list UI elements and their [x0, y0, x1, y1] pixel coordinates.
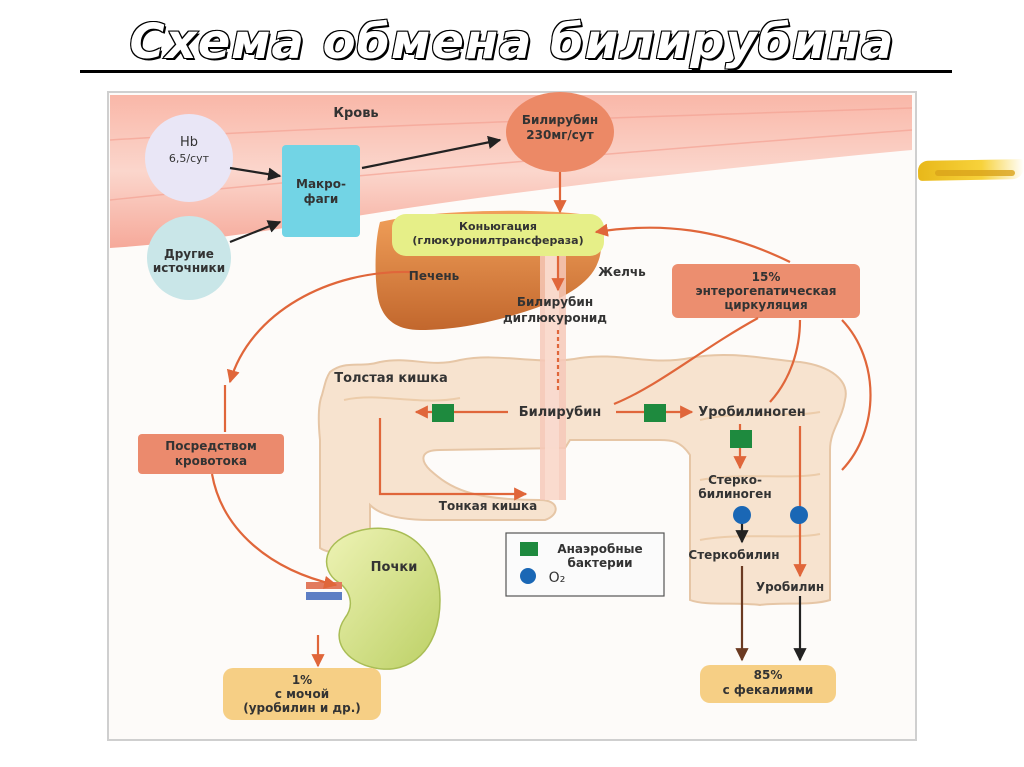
- svg-text:Другие: Другие: [164, 247, 214, 261]
- renal-vein: [306, 592, 342, 600]
- svg-text:билиноген: билиноген: [698, 487, 771, 501]
- svg-text:15%: 15%: [752, 270, 781, 284]
- svg-text:с фекалиями: с фекалиями: [723, 683, 814, 697]
- feces-box: [700, 665, 836, 703]
- svg-text:Коньюгация: Коньюгация: [459, 220, 537, 233]
- bacteria-marker: [730, 430, 752, 448]
- svg-text:85%: 85%: [754, 668, 783, 682]
- svg-text:бактерии: бактерии: [567, 556, 632, 570]
- svg-text:230мг/сут: 230мг/сут: [526, 128, 593, 142]
- urine-box: [223, 668, 381, 720]
- legend-o2-icon: [520, 568, 536, 584]
- svg-text:энтерогепатическая: энтерогепатическая: [696, 284, 837, 298]
- via-blood-box: [138, 434, 284, 474]
- svg-text:Анаэробные: Анаэробные: [557, 542, 642, 556]
- svg-text:Билирубин: Билирубин: [522, 113, 598, 127]
- svg-text:Печень: Печень: [409, 269, 460, 283]
- bacteria-marker: [644, 404, 666, 422]
- other-sources-node: [147, 216, 231, 300]
- svg-text:Стеркобилин: Стеркобилин: [688, 548, 779, 562]
- blood-label: Кровь: [333, 106, 378, 121]
- svg-text:Hb: Hb: [180, 135, 198, 150]
- svg-text:(глюкуронилтрансфераза): (глюкуронилтрансфераза): [412, 234, 583, 247]
- svg-text:Тонкая кишка: Тонкая кишка: [439, 499, 537, 513]
- svg-text:Макро-: Макро-: [296, 177, 346, 191]
- svg-text:Билирубин: Билирубин: [517, 295, 593, 309]
- svg-text:диглюкуронид: диглюкуронид: [503, 311, 607, 325]
- svg-text:источники: источники: [153, 261, 225, 275]
- title-underline: [80, 70, 952, 73]
- o2-marker: [733, 506, 751, 524]
- svg-text:циркуляция: циркуляция: [724, 298, 807, 312]
- page-title: Схема обмена билирубина: [129, 13, 895, 71]
- svg-text:1%: 1%: [292, 673, 312, 687]
- legend-bacteria-icon: [520, 542, 538, 556]
- legend-box: [505, 532, 665, 597]
- svg-text:Уробилиноген: Уробилиноген: [698, 405, 806, 420]
- svg-text:Толстая кишка: Толстая кишка: [334, 371, 448, 386]
- svg-text:Почки: Почки: [371, 560, 418, 575]
- svg-text:(уробилин и др.): (уробилин и др.): [243, 701, 361, 715]
- svg-text:6,5/сут: 6,5/сут: [169, 152, 210, 165]
- svg-text:кровотока: кровотока: [175, 454, 247, 468]
- hb-node: [145, 114, 233, 202]
- entero-box: [672, 264, 860, 318]
- conjugation-box: [392, 214, 604, 256]
- bacteria-marker: [432, 404, 454, 422]
- yellow-brush-stroke-inner: [935, 170, 1015, 176]
- svg-text:Стерко-: Стерко-: [708, 473, 762, 487]
- svg-text:Желчь: Желчь: [598, 265, 646, 279]
- macrophages-box: [282, 145, 360, 237]
- svg-text:O₂: O₂: [549, 570, 566, 586]
- svg-text:Уробилин: Уробилин: [756, 580, 824, 594]
- bilirubin-blood-node: [506, 92, 614, 172]
- o2-marker: [790, 506, 808, 524]
- svg-text:Билирубин: Билирубин: [519, 405, 602, 420]
- svg-text:Посредством: Посредством: [165, 439, 257, 453]
- svg-text:с мочой: с мочой: [275, 687, 329, 701]
- svg-text:фаги: фаги: [304, 192, 339, 206]
